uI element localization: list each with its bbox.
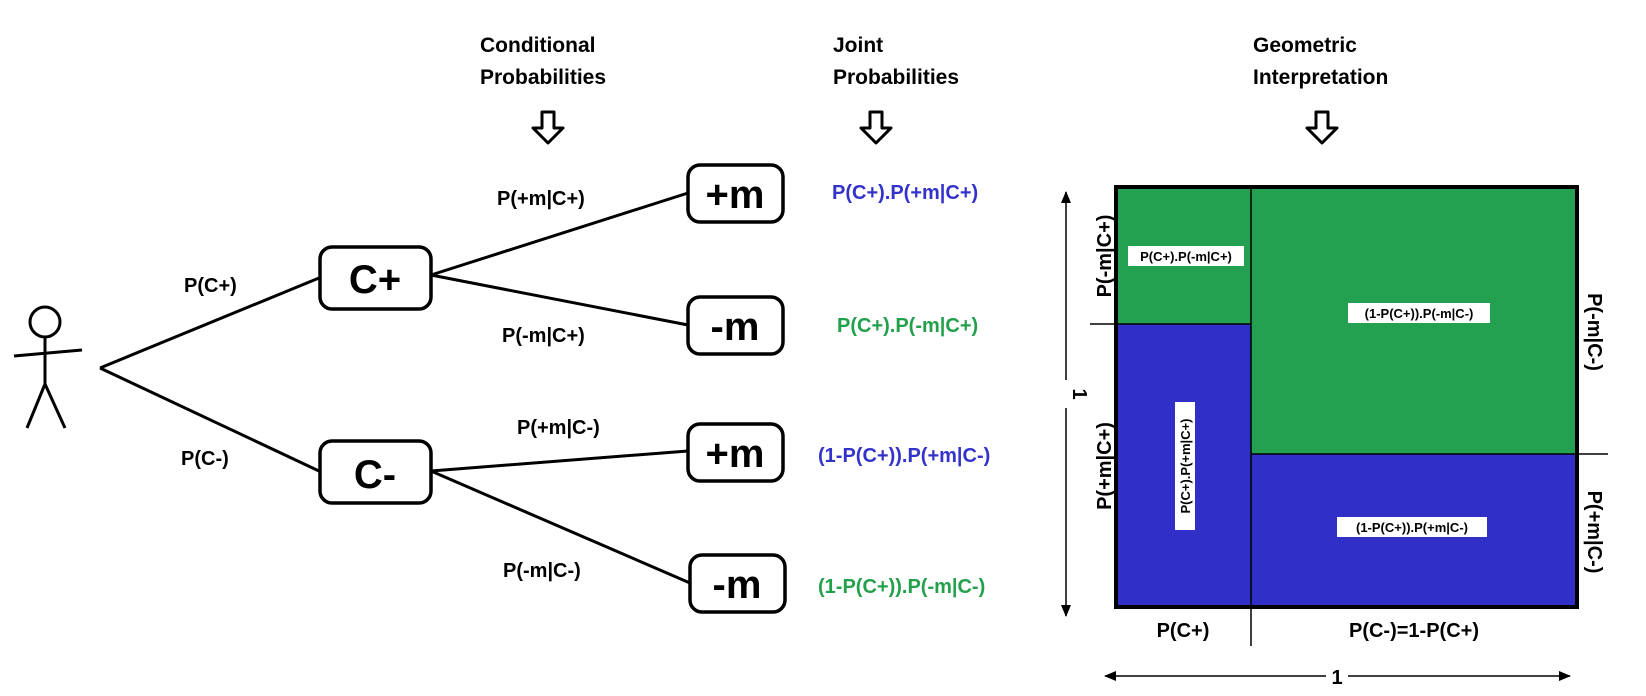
side-label-right-top: P(-m|C-) (1583, 293, 1605, 371)
edge-label-p-plusm-cplus: P(+m|C+) (497, 188, 585, 210)
cell-label-top-left: P(C+).P(-m|C+) (1128, 246, 1244, 266)
node-plusm-1: +m (686, 163, 785, 224)
joint-prob-4: (1-P(C+)).P(-m|C-) (818, 576, 985, 598)
node-plusm-2: +m (686, 422, 785, 483)
bottom-label-left: P(C+) (1157, 620, 1210, 642)
down-arrow-icon (1305, 110, 1339, 145)
header-joint: Joint Probabilities (833, 34, 959, 145)
edge-cplus-minusm (430, 273, 689, 327)
header-joint-line2: Probabilities (833, 66, 959, 89)
edge-label-p-minusm-cplus: P(-m|C+) (502, 325, 585, 347)
tree-edges (99, 191, 691, 585)
cell-label-top-right-text: (1-P(C+)).P(-m|C-) (1365, 306, 1474, 321)
bottom-label-right: P(C-)=1-P(C+) (1349, 620, 1479, 642)
cell-label-bottom-left: P(C+).P(+m|C+) (1175, 402, 1195, 530)
edge-cplus-plusm (430, 191, 689, 277)
header-geometric-line1: Geometric (1253, 34, 1357, 57)
node-cplus: C+ (318, 245, 433, 311)
edge-root-cminus (99, 366, 320, 473)
node-minusm-1-label: -m (711, 305, 760, 349)
edge-label-p-cminus: P(C-) (181, 448, 229, 470)
cell-label-bottom-right: (1-P(C+)).P(+m|C-) (1337, 517, 1487, 537)
node-cminus: C- (318, 439, 433, 505)
joint-prob-2: P(C+).P(-m|C+) (837, 315, 978, 337)
cell-label-top-right: (1-P(C+)).P(-m|C-) (1348, 303, 1490, 323)
header-conditional: Conditional Probabilities (480, 34, 606, 145)
node-cminus-label: C- (354, 453, 396, 497)
dimension-arrow-vertical: 1 (1056, 191, 1090, 617)
edge-root-cplus (99, 276, 320, 370)
down-arrow-icon (531, 110, 565, 145)
stick-figure-icon (13, 305, 83, 429)
header-geometric-line2: Interpretation (1253, 66, 1388, 89)
side-label-left-bottom: P(+m|C+) (1094, 422, 1116, 510)
node-minusm-1: -m (686, 295, 785, 356)
node-plusm-1-label: +m (706, 173, 765, 217)
dimension-label-vertical: 1 (1068, 388, 1090, 399)
edge-label-p-cplus: P(C+) (184, 275, 237, 297)
header-joint-line1: Joint (833, 34, 883, 57)
header-conditional-line2: Probabilities (480, 66, 606, 89)
joint-prob-3: (1-P(C+)).P(+m|C-) (818, 445, 990, 467)
dimension-label-horizontal: 1 (1331, 667, 1342, 689)
dimension-arrow-horizontal: 1 (1104, 663, 1571, 691)
joint-prob-1: P(C+).P(+m|C+) (832, 182, 978, 204)
node-cplus-label: C+ (349, 258, 401, 302)
header-conditional-line1: Conditional (480, 34, 595, 57)
node-plusm-2-label: +m (706, 432, 765, 476)
header-geometric: Geometric Interpretation (1253, 34, 1388, 145)
edge-label-p-minusm-cminus: P(-m|C-) (503, 560, 581, 582)
side-label-right-bottom: P(+m|C-) (1583, 491, 1605, 574)
cell-label-bottom-left-text: P(C+).P(+m|C+) (1178, 418, 1193, 513)
node-minusm-2-label: -m (713, 563, 762, 607)
side-label-left-top: P(-m|C+) (1094, 215, 1116, 298)
down-arrow-icon (859, 110, 893, 145)
cell-label-bottom-right-text: (1-P(C+)).P(+m|C-) (1356, 520, 1468, 535)
cell-label-top-left-text: P(C+).P(-m|C+) (1140, 249, 1232, 264)
node-minusm-2: -m (688, 553, 787, 614)
edge-label-p-plusm-cminus: P(+m|C-) (517, 417, 600, 439)
edge-cminus-plusm (430, 449, 689, 473)
edge-cminus-minusm (430, 469, 691, 585)
